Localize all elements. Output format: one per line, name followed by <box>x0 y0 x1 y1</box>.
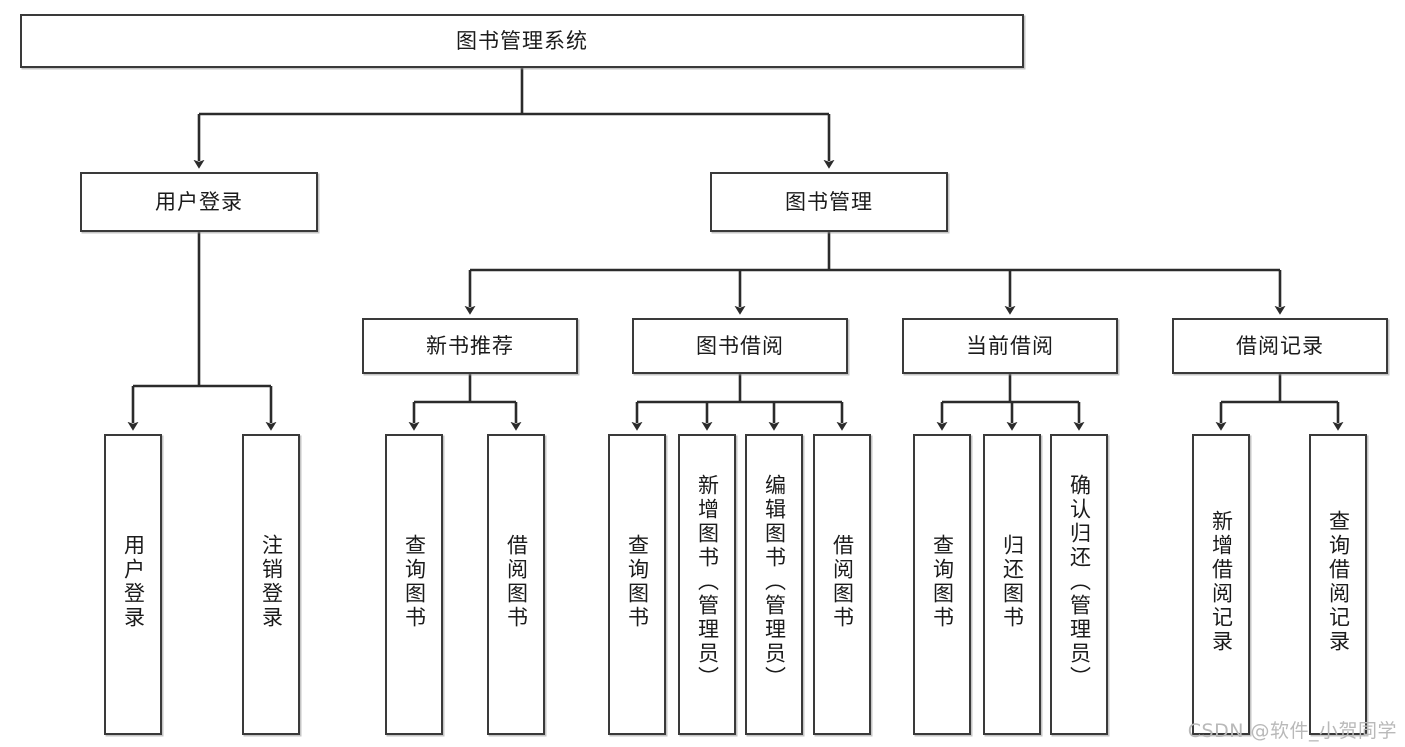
node-label: 新增借阅记录 <box>1209 509 1234 654</box>
node-l13[interactable]: 查询借阅记录 <box>1309 434 1367 735</box>
node-label: 查询借阅记录 <box>1326 509 1351 654</box>
node-label: 借阅图书 <box>830 533 855 630</box>
node-label: 图书借阅 <box>696 333 784 358</box>
node-l9[interactable]: 查询图书 <box>913 434 971 735</box>
node-l3[interactable]: 查询图书 <box>385 434 443 735</box>
node-label: 确认归还（管理员） <box>1067 473 1092 690</box>
node-l6[interactable]: 新增图书（管理员） <box>678 434 736 735</box>
node-root[interactable]: 图书管理系统 <box>20 14 1024 68</box>
node-label: 用户登录 <box>155 189 243 214</box>
node-current[interactable]: 当前借阅 <box>902 318 1118 374</box>
node-label: 用户登录 <box>121 533 146 630</box>
node-label: 借阅记录 <box>1236 333 1324 358</box>
node-login[interactable]: 用户登录 <box>80 172 318 232</box>
watermark-text: CSDN @软件_小贺同学 <box>1187 720 1397 742</box>
node-label: 注销登录 <box>259 533 284 630</box>
node-records[interactable]: 借阅记录 <box>1172 318 1388 374</box>
node-label: 当前借阅 <box>966 333 1054 358</box>
node-l10[interactable]: 归还图书 <box>983 434 1041 735</box>
node-newbook[interactable]: 新书推荐 <box>362 318 578 374</box>
node-label: 图书管理系统 <box>456 28 588 53</box>
node-label: 归还图书 <box>1000 533 1025 630</box>
node-label: 查询图书 <box>625 533 650 630</box>
node-l2[interactable]: 注销登录 <box>242 434 300 735</box>
node-label: 借阅图书 <box>504 533 529 630</box>
node-label: 新书推荐 <box>426 333 514 358</box>
node-l5[interactable]: 查询图书 <box>608 434 666 735</box>
node-l11[interactable]: 确认归还（管理员） <box>1050 434 1108 735</box>
node-borrow[interactable]: 图书借阅 <box>632 318 848 374</box>
node-l8[interactable]: 借阅图书 <box>813 434 871 735</box>
node-bookmgmt[interactable]: 图书管理 <box>710 172 948 232</box>
node-l1[interactable]: 用户登录 <box>104 434 162 735</box>
node-l7[interactable]: 编辑图书（管理员） <box>745 434 803 735</box>
node-label: 编辑图书（管理员） <box>762 473 787 690</box>
node-l4[interactable]: 借阅图书 <box>487 434 545 735</box>
node-label: 查询图书 <box>930 533 955 630</box>
node-l12[interactable]: 新增借阅记录 <box>1192 434 1250 735</box>
node-label: 图书管理 <box>785 189 873 214</box>
node-label: 查询图书 <box>402 533 427 630</box>
node-label: 新增图书（管理员） <box>695 473 720 690</box>
